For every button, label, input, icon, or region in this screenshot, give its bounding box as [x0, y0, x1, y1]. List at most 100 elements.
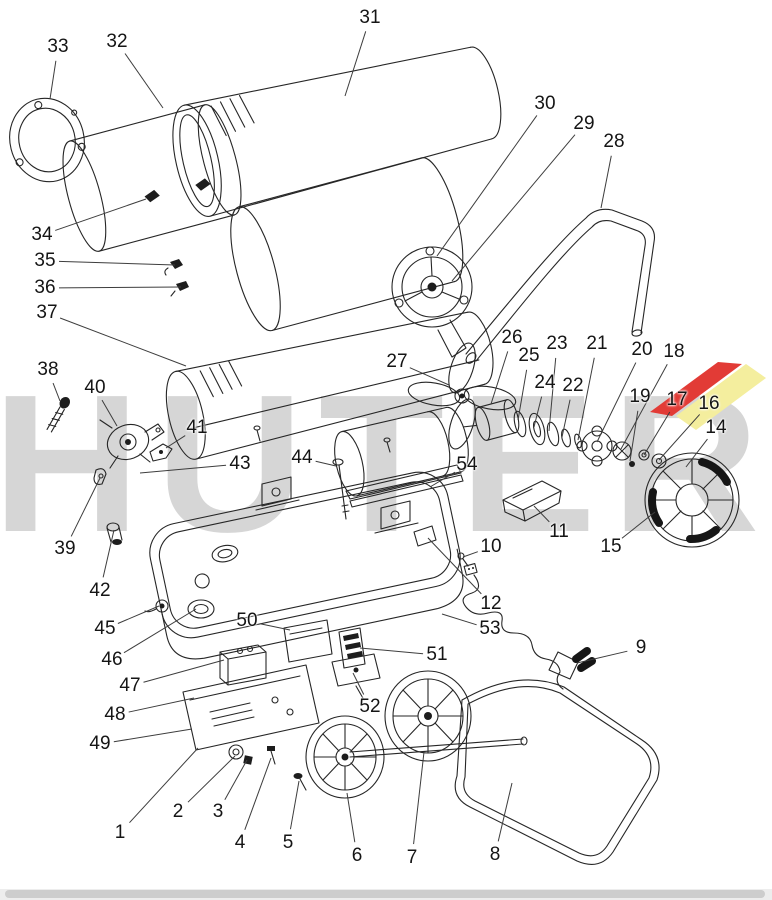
lower-shell-drawing: [165, 311, 494, 460]
leader-line-23: [548, 357, 557, 432]
plug-42-drawing: [106, 522, 123, 545]
wheel-small-drawing: [305, 715, 385, 799]
power-cord-drawing: [462, 563, 596, 690]
leader-line-15: [621, 511, 656, 539]
screw-10-drawing: [457, 552, 469, 567]
leader-line-14: [685, 438, 708, 468]
combustion-chamber-drawing: [334, 406, 469, 497]
leader-line-30: [436, 115, 538, 257]
leader-line-39: [70, 477, 101, 537]
leader-line-31: [344, 31, 367, 97]
leader-line-4: [244, 757, 272, 831]
bottom-scrollbar-thumb[interactable]: [5, 890, 765, 898]
nut-2-drawing: [228, 744, 244, 760]
leader-line-12: [427, 537, 482, 595]
cover-plate-drawing: [283, 619, 333, 663]
leader-line-47: [143, 659, 225, 683]
leader-line-17: [643, 411, 671, 456]
leader-line-6: [346, 792, 356, 843]
tank-bracket-rear-drawing: [374, 500, 419, 534]
outlet-ring-drawing: [9, 97, 86, 183]
leader-line-28: [600, 155, 612, 209]
shell-screws-drawing: [253, 425, 391, 453]
brand-swoosh-yellow: [676, 364, 766, 430]
leader-line-50: [260, 623, 291, 631]
bracket-52-drawing: [331, 653, 381, 701]
leader-line-51: [359, 647, 424, 655]
pump-bracket-drawing: [99, 419, 165, 469]
control-box-drawing: [219, 644, 267, 686]
bottom-scrollbar[interactable]: [0, 889, 772, 900]
leader-line-16: [658, 414, 701, 461]
leader-line-32: [124, 53, 164, 109]
leader-line-10: [462, 551, 478, 558]
leader-line-21: [577, 357, 595, 441]
leader-line-54: [429, 471, 456, 488]
leader-line-53: [441, 613, 477, 626]
leader-line-40: [101, 399, 118, 427]
leader-line-7: [413, 751, 425, 845]
brand-swoosh: [650, 362, 766, 430]
clip-39-drawing: [93, 468, 107, 485]
leader-line-26: [490, 351, 509, 405]
leader-line-1: [129, 747, 199, 824]
leader-line-20: [596, 362, 637, 443]
label-plate-drawing: [338, 627, 366, 669]
motor-drawing: [463, 399, 520, 441]
lower-frame-drawing: [454, 679, 660, 865]
leader-line-46: [123, 608, 197, 654]
leader-line-2: [187, 755, 236, 803]
brand-swoosh-red: [650, 362, 742, 416]
leader-line-5: [289, 780, 300, 830]
screw-38-drawing: [46, 396, 71, 433]
leader-line-52: [352, 672, 365, 695]
screw-5-drawing: [293, 773, 307, 791]
leader-line-44: [315, 460, 337, 467]
leader-line-41: [165, 435, 186, 449]
leader-line-27: [409, 367, 450, 386]
wheel-large-drawing: [384, 670, 472, 762]
leader-line-19: [629, 410, 639, 462]
mount-bracket-drawing: [502, 480, 562, 522]
leader-line-35: [58, 260, 176, 266]
long-bolt-drawing: [332, 458, 350, 520]
tank-side-bracket-drawing: [413, 525, 437, 547]
leader-line-9: [576, 650, 628, 664]
bottom-panel-drawing: [182, 664, 320, 751]
leader-line-38: [52, 382, 61, 402]
leader-line-49: [113, 728, 193, 743]
front-shell-drawing: [62, 104, 242, 252]
leader-line-36: [58, 286, 182, 289]
leader-line-42: [102, 529, 115, 578]
fan-guard-drawing: [644, 452, 740, 548]
clip-35-drawing: [164, 259, 183, 276]
tank-bracket-front-drawing: [255, 476, 300, 511]
top-cover-drawing: [172, 46, 502, 217]
leader-line-24: [533, 396, 543, 428]
leader-line-22: [561, 399, 571, 438]
leader-line-29: [451, 134, 576, 282]
fuel-tank-drawing: [149, 471, 464, 660]
leader-line-8: [497, 782, 513, 842]
axle-drawing: [349, 736, 528, 758]
rear-shell-drawing: [230, 157, 464, 332]
clip-36-drawing: [170, 281, 189, 297]
leader-line-3: [224, 759, 248, 801]
leader-line-25: [517, 369, 528, 421]
leader-line-18: [620, 364, 668, 450]
motor-mount-plate-drawing: [391, 246, 473, 358]
leader-line-11: [533, 505, 550, 523]
leader-line-34: [55, 198, 147, 231]
bolt-4-drawing: [267, 746, 276, 765]
cap-drawing: [187, 599, 215, 619]
leader-line-48: [128, 697, 195, 713]
fan-drawing: [407, 342, 517, 450]
leader-line-45: [117, 605, 160, 624]
support-rail-drawing: [345, 464, 464, 508]
leader-line-43: [139, 464, 227, 474]
leader-line-33: [49, 60, 57, 100]
clip-41-drawing: [149, 443, 173, 462]
